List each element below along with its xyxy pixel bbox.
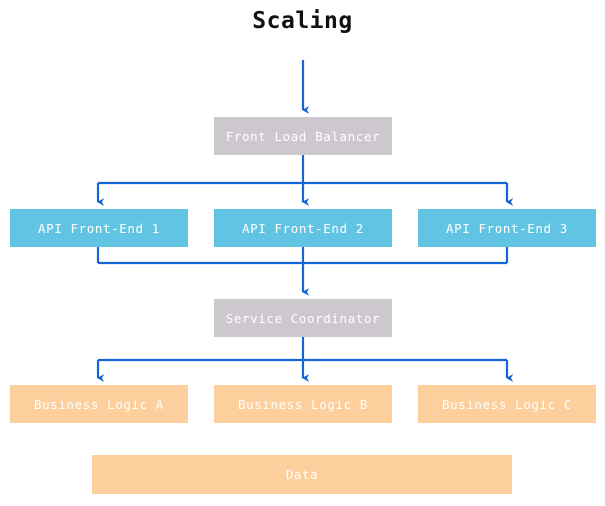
- node-api-front-end-3[interactable]: API Front-End 3: [418, 209, 596, 247]
- node-business-logic-c[interactable]: Business Logic C: [418, 385, 596, 423]
- node-label-business-logic-a: Business Logic A: [33, 396, 164, 412]
- node-business-logic-b[interactable]: Business Logic B: [214, 385, 392, 423]
- node-label-api-front-end-2: API Front-End 2: [242, 220, 364, 236]
- node-label-data: Data: [285, 467, 319, 482]
- node-service-coordinator[interactable]: Service Coordinator: [214, 299, 392, 337]
- node-label-service-coordinator: Service Coordinator: [225, 310, 381, 326]
- node-label-api-front-end-3: API Front-End 3: [446, 220, 568, 236]
- node-data[interactable]: Data: [92, 455, 512, 494]
- node-label-business-logic-b: Business Logic B: [237, 396, 368, 412]
- node-label-front-load-balancer: Front Load Balancer: [225, 128, 381, 144]
- diagram-title: Scaling: [252, 8, 353, 34]
- node-label-api-front-end-1: API Front-End 1: [38, 220, 160, 236]
- node-api-front-end-1[interactable]: API Front-End 1: [10, 209, 188, 247]
- node-api-front-end-2[interactable]: API Front-End 2: [214, 209, 392, 247]
- node-business-logic-a[interactable]: Business Logic A: [10, 385, 188, 423]
- node-front-load-balancer[interactable]: Front Load Balancer: [214, 117, 392, 155]
- node-label-business-logic-c: Business Logic C: [441, 396, 572, 412]
